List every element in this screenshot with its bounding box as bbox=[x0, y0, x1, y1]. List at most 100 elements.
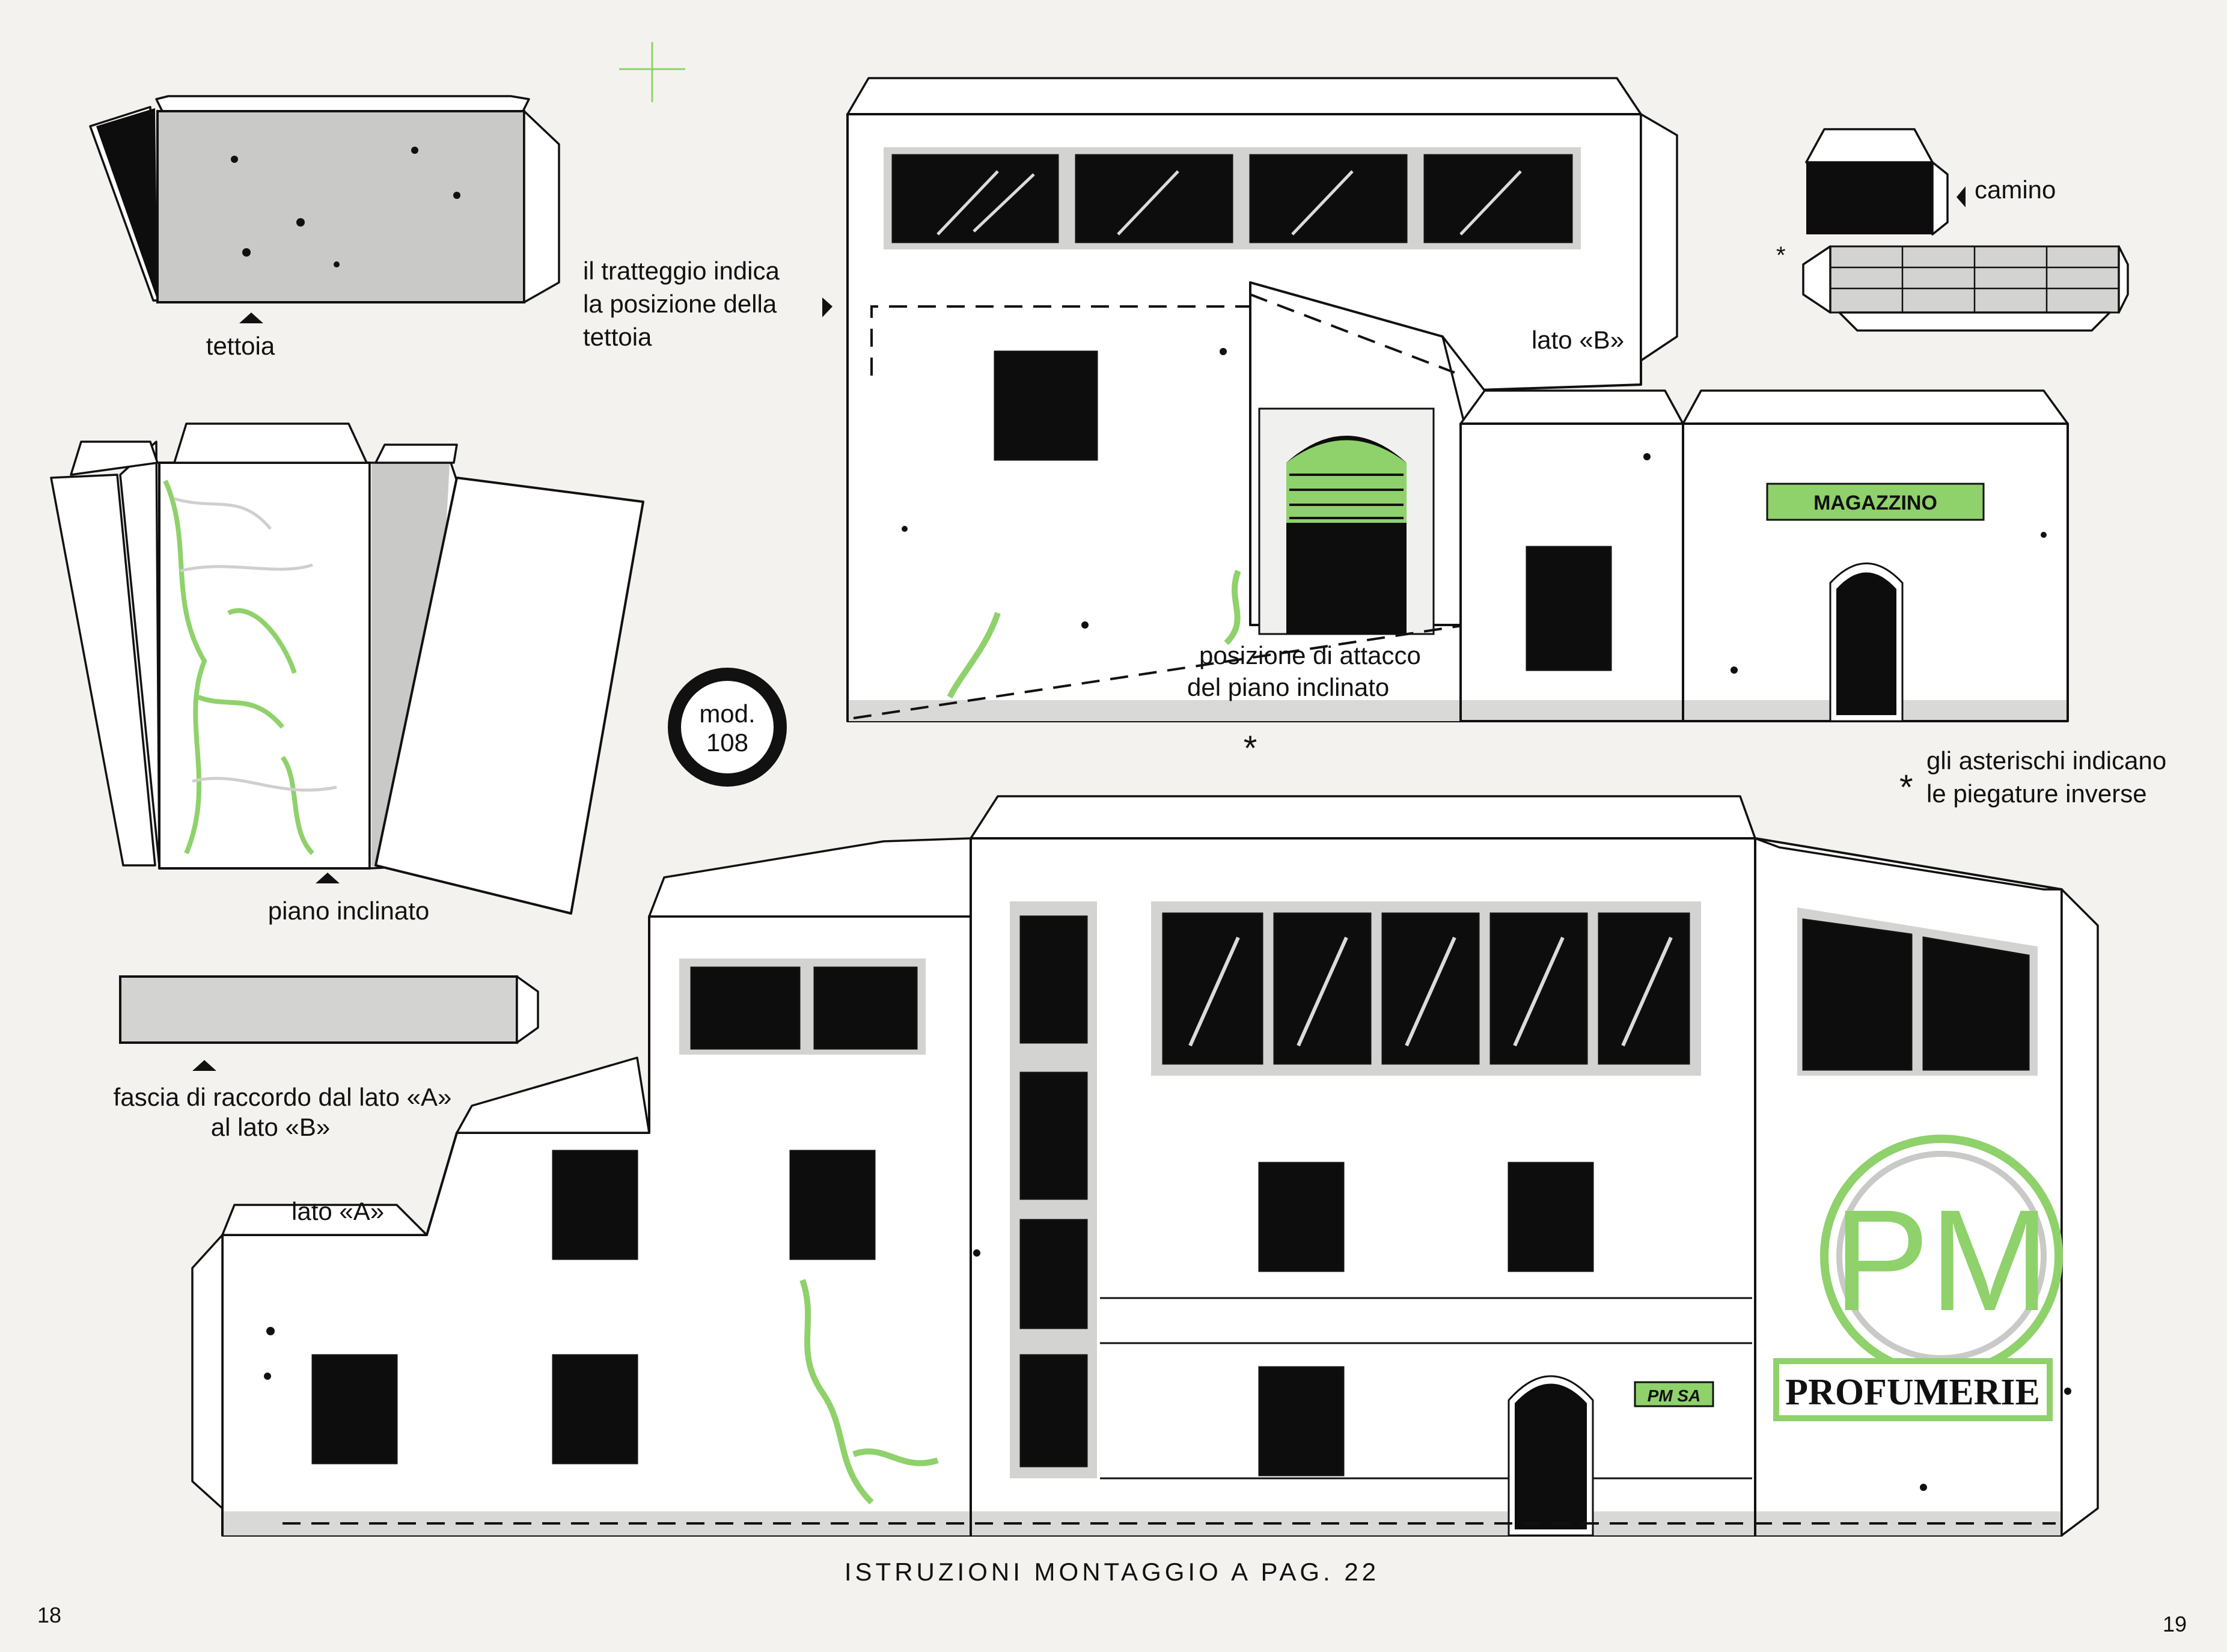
lower-center-window-8 bbox=[1258, 1366, 1345, 1477]
camino-bricks bbox=[1830, 246, 2119, 312]
profumerie-text: PROFUMERIE bbox=[1785, 1372, 2040, 1413]
pm-profumerie-logo: PM PROFUMERIE bbox=[1773, 1135, 2063, 1421]
asterischi-note: gli asterischi indicano le piegature inv… bbox=[1899, 746, 2166, 808]
right-block1-window bbox=[1526, 546, 1612, 671]
asterischi-line1: gli asterischi indicano bbox=[1926, 746, 2166, 775]
pm-sa-sign bbox=[1634, 1381, 1714, 1407]
camino-piece: camino * bbox=[1776, 128, 2129, 332]
lower-window-4 bbox=[789, 1150, 876, 1260]
piano-marker bbox=[316, 873, 340, 883]
upper-door-slats bbox=[1289, 474, 1404, 519]
right-block2-door bbox=[1836, 572, 1896, 715]
camino-right-tab bbox=[2118, 245, 2129, 314]
registration-mark bbox=[619, 42, 685, 102]
piano-slanted-panel bbox=[374, 477, 644, 915]
piano-inclinato-label: piano inclinato bbox=[268, 897, 430, 925]
tettoia-right-tab bbox=[523, 110, 560, 303]
fascia-marker bbox=[192, 1060, 216, 1071]
lower-center-top-tab bbox=[970, 795, 1756, 840]
upper-left-base bbox=[849, 700, 1462, 721]
lower-window-6 bbox=[552, 1354, 638, 1465]
lower-left-top-tab bbox=[648, 837, 972, 918]
page-number-right: 19 bbox=[2163, 1612, 2187, 1636]
lower-right-top-tab bbox=[1754, 837, 2063, 891]
lower-right-side-tab bbox=[2061, 888, 2099, 1537]
piano-inclinato-piece: piano inclinato bbox=[50, 422, 644, 925]
camino-arrow bbox=[1957, 186, 1966, 207]
tettoia-label: tettoia bbox=[206, 332, 275, 360]
lower-left-base bbox=[224, 1511, 971, 1535]
attacco-asterisk: * bbox=[1244, 729, 1257, 768]
asterischi-symbol: * bbox=[1899, 768, 1913, 807]
right-block2-top-tab bbox=[1682, 389, 2069, 425]
upper-top-tab bbox=[846, 77, 1642, 115]
lato-a-label: lato «A» bbox=[292, 1197, 384, 1225]
asterischi-line2: le piegature inverse bbox=[1926, 779, 2147, 808]
upper-window-4 bbox=[1423, 154, 1573, 243]
fascia-tab bbox=[516, 975, 539, 1044]
upper-small-window bbox=[994, 350, 1098, 461]
lower-window-3 bbox=[552, 1150, 638, 1260]
lower-right-window-1 bbox=[1802, 918, 1913, 1071]
camino-top-tab bbox=[1805, 128, 1934, 163]
tratteggio-line1: il tratteggio indica bbox=[583, 257, 780, 285]
fascia-label-line2: al lato «B» bbox=[211, 1113, 330, 1141]
fascia-panel bbox=[119, 975, 518, 1044]
upper-window-1 bbox=[891, 154, 1059, 243]
right-block1-base bbox=[1462, 700, 1682, 720]
lower-moss bbox=[799, 1279, 939, 1505]
lato-b-label: lato «B» bbox=[1532, 326, 1624, 354]
mod-number: 108 bbox=[706, 728, 748, 757]
profumerie-banner bbox=[1773, 1358, 2053, 1421]
camino-asterisk: * bbox=[1776, 242, 1786, 269]
piano-stone-lines bbox=[174, 497, 337, 792]
tettoia-panel bbox=[156, 110, 525, 303]
window-glare bbox=[936, 170, 1522, 236]
lower-left-window-1 bbox=[690, 966, 801, 1050]
istruzioni-label: ISTRUZIONI MONTAGGIO A PAG. 22 bbox=[845, 1558, 1379, 1586]
lower-tall-window-4 bbox=[1019, 1354, 1088, 1468]
ink-specks bbox=[231, 147, 2071, 1491]
piano-top-tab bbox=[173, 422, 368, 464]
camino-label: camino bbox=[1975, 175, 2056, 204]
fascia-label-line1: fascia di raccordo dal lato «A» bbox=[114, 1083, 452, 1111]
piano-left-outer-tab bbox=[50, 474, 156, 867]
camino-side-tab bbox=[1931, 161, 1949, 236]
right-block1-top-tab bbox=[1459, 389, 1684, 425]
mod-label: mod. bbox=[699, 700, 755, 728]
lower-window-5 bbox=[311, 1354, 398, 1465]
magazzino-label: MAGAZZINO bbox=[1813, 492, 1937, 514]
lower-step-tab bbox=[456, 1056, 650, 1134]
tratteggio-line2: la posizione della bbox=[583, 290, 777, 318]
lower-left-side-tab bbox=[191, 1234, 224, 1510]
tettoia-position-dash bbox=[870, 305, 1256, 376]
upper-moss-2 bbox=[947, 612, 1001, 699]
center-window-glare bbox=[1188, 936, 1673, 1047]
attacco-dash bbox=[853, 624, 1467, 719]
lower-building-piece: lato «A» bbox=[191, 795, 2099, 1537]
tratteggio-line3: tettoia bbox=[583, 323, 652, 351]
pm-sa-label: PM SA bbox=[1648, 1386, 1701, 1405]
piano-gray-top-tab bbox=[374, 443, 458, 464]
attacco-line1: posizione di attacco bbox=[1199, 641, 1421, 669]
piano-green-crack bbox=[163, 480, 207, 855]
camino-black-panel bbox=[1806, 162, 1932, 234]
lower-tall-window-1 bbox=[1019, 915, 1088, 1044]
camino-bottom-tab bbox=[1838, 311, 2111, 332]
lower-center-window-1 bbox=[1162, 912, 1263, 1065]
tettoia-top-tab bbox=[155, 95, 530, 112]
tettoia-black-flap bbox=[96, 108, 157, 300]
attacco-line2: del piano inclinato bbox=[1187, 673, 1389, 701]
upper-roof-dash bbox=[1250, 293, 1455, 374]
lower-lato-a-tab bbox=[221, 1204, 428, 1236]
magazzino-sign bbox=[1766, 483, 1985, 521]
upper-moss bbox=[1224, 570, 1241, 645]
mod-badge: mod. 108 bbox=[668, 668, 787, 787]
piano-green-moss bbox=[197, 608, 314, 855]
upper-right-tab bbox=[1640, 113, 1678, 362]
pm-logo-text: PM bbox=[1833, 1180, 2050, 1341]
lower-left-window-2 bbox=[813, 966, 918, 1050]
lower-tall-window-2 bbox=[1019, 1071, 1088, 1200]
lower-tall-window-3 bbox=[1019, 1219, 1088, 1329]
